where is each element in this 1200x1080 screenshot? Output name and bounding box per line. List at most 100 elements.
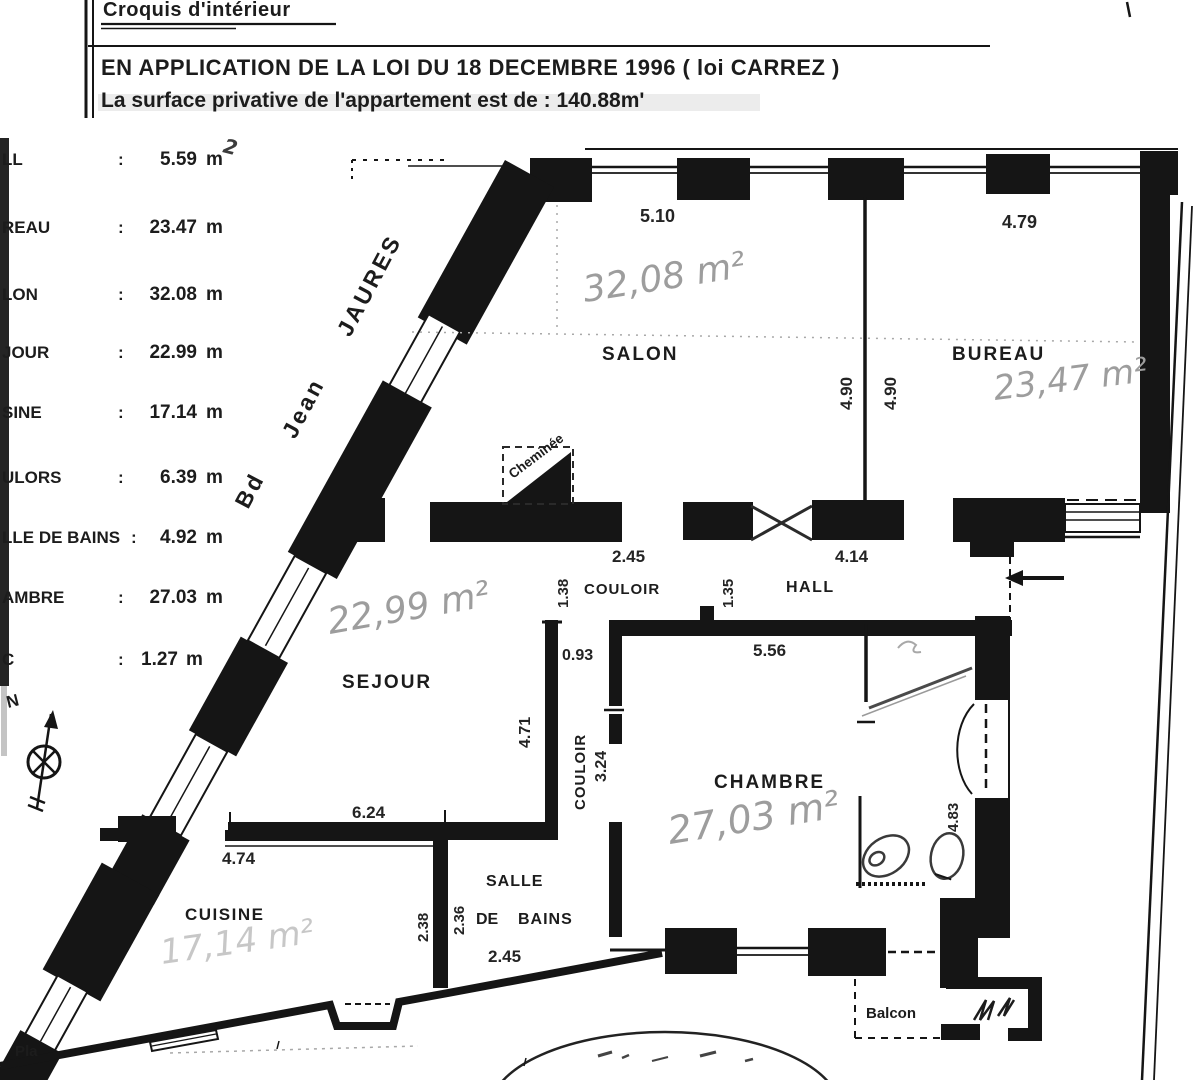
sejour-area-handwritten: 22,99 m² (324, 574, 493, 643)
bidet-icon (929, 832, 965, 881)
surface-statement: La surface privative de l'appartement es… (101, 89, 644, 112)
row-value: 27.03 (149, 587, 197, 608)
cheminee-outline (502, 446, 574, 505)
table-row: SINE : 17.14 m (2, 402, 223, 423)
row-label: LLE DE BAINS (2, 528, 120, 547)
couloir-top-dim: 0.93 (562, 647, 593, 664)
row-value: 22.99 (149, 342, 197, 363)
chambre-width-dim: 5.56 (753, 641, 786, 660)
chambre-top-wall (610, 620, 1012, 636)
row-unit: m (186, 649, 203, 670)
room-bureau: 4.79 BUREAU 23,47 m² (952, 212, 1150, 557)
sdb-label-2: DE (476, 911, 499, 928)
salon-area-handwritten: 32,08 m² (580, 245, 748, 311)
sdb-label-3: BAINS (518, 911, 573, 928)
sejour-right-wall (545, 620, 558, 840)
sdb-bottom-dim: 2.45 (488, 947, 521, 966)
couloir-v-length-dim: 3.24 (593, 751, 610, 782)
signature-scribble (972, 997, 1016, 1021)
window (1064, 503, 1141, 533)
row-unit: m (206, 587, 223, 608)
scan-artifact-line (411, 331, 1139, 343)
entrance-door (1005, 499, 1138, 630)
row-unit: m (206, 402, 223, 423)
carrez-law-line: EN APPLICATION DE LA LOI DU 18 DECEMBRE … (101, 55, 840, 80)
street-edge-lines (1140, 201, 1193, 1080)
row-sep: : (118, 468, 124, 487)
row-value: 17.14 (149, 402, 197, 423)
window-pier (665, 928, 737, 974)
row-unit: m (206, 467, 223, 488)
sejour-height-dim: 4.71 (517, 717, 534, 748)
page-title: Croquis d'intérieur (103, 0, 291, 21)
couloir-v-label: COULOIR (572, 734, 589, 810)
row-sep: : (118, 150, 124, 169)
row-sep: : (118, 588, 124, 607)
row-label: JOUR (2, 343, 49, 362)
bureau-depth-dim-a: 4.90 (837, 377, 856, 410)
toilet-icon (861, 834, 911, 878)
entrance-arrow-icon (1005, 570, 1023, 586)
middle-wall: Cheminée (430, 430, 904, 542)
row-value: 5.59 (160, 149, 197, 170)
hall-label: HALL (786, 579, 835, 596)
compass-north-label: N (4, 690, 21, 711)
compass-arrowhead (44, 710, 58, 729)
window-pier (677, 158, 750, 200)
scan-smudge (98, 94, 760, 111)
table-row: ULORS : 6.39 m (2, 467, 223, 488)
row-value: 6.39 (160, 467, 197, 488)
salon-bureau-divider: 4.90 4.90 (837, 197, 900, 502)
header: Croquis d'intérieur EN APPLICATION DE LA… (84, 0, 1132, 118)
couloir-label: COULOIR (584, 581, 660, 598)
sdb-right-dim: 2.36 (451, 906, 468, 935)
cuisine-label: CUISINE (185, 905, 264, 924)
sejour-width-dim: 6.24 (352, 803, 386, 822)
row-unit: m (206, 284, 223, 305)
row-value: 32.08 (149, 284, 197, 305)
window-pier (828, 158, 904, 200)
row-unit: m (206, 149, 223, 170)
row-label: LON (2, 285, 38, 304)
row-sep: : (118, 343, 124, 362)
row-label: ULORS (2, 468, 62, 487)
hall-width-dim: 1.35 (720, 579, 737, 608)
salon-width-dim: 5.10 (640, 206, 675, 226)
handwritten-sup2: 2 (221, 134, 240, 161)
row-sep: : (118, 285, 124, 304)
diagonal-street-wall (0, 160, 554, 1080)
table-row: LL : 5.59 m 2 (2, 134, 240, 170)
table-row: LON : 32.08 m (2, 284, 223, 305)
table-row: LLE DE BAINS : 4.92 m (2, 527, 223, 548)
sejour-label: SEJOUR (342, 672, 432, 693)
door-x-mark (750, 504, 813, 542)
street-jean: Jean (276, 373, 329, 442)
table-row: JOUR : 22.99 m (2, 342, 223, 363)
window-pier (808, 928, 886, 976)
table-row: C : 1.27 m (2, 649, 203, 670)
row-value: 23.47 (149, 217, 197, 238)
couloir-wall-dim: 2.45 (612, 547, 645, 566)
row-unit: m (206, 217, 223, 238)
corridor-hall-labels: 2.45 1.38 COULOIR 1.35 HALL 4.14 (555, 547, 869, 608)
vertical-corridor: COULOIR 3.24 (572, 620, 624, 937)
balcony: Balcon (854, 898, 1042, 1041)
table-row: AMBRE : 27.03 m (2, 587, 223, 608)
margin-note-pla: Pla (15, 1043, 38, 1060)
window-pier (986, 154, 1050, 194)
south-facade-wall (0, 949, 663, 1070)
row-label: SINE (2, 403, 42, 422)
row-unit: m (206, 342, 223, 363)
salon-label: SALON (602, 344, 679, 365)
scan-edge-band (0, 138, 9, 756)
sdb-left-dim: 2.38 (415, 913, 432, 942)
pencil-scribble (897, 640, 922, 654)
east-wall (1140, 151, 1170, 513)
corner-mark (1125, 1, 1132, 18)
row-label: AMBRE (2, 588, 64, 607)
row-label: C (2, 650, 14, 669)
north-facade-wall (351, 148, 1178, 202)
street-bd: Bd (229, 468, 269, 513)
